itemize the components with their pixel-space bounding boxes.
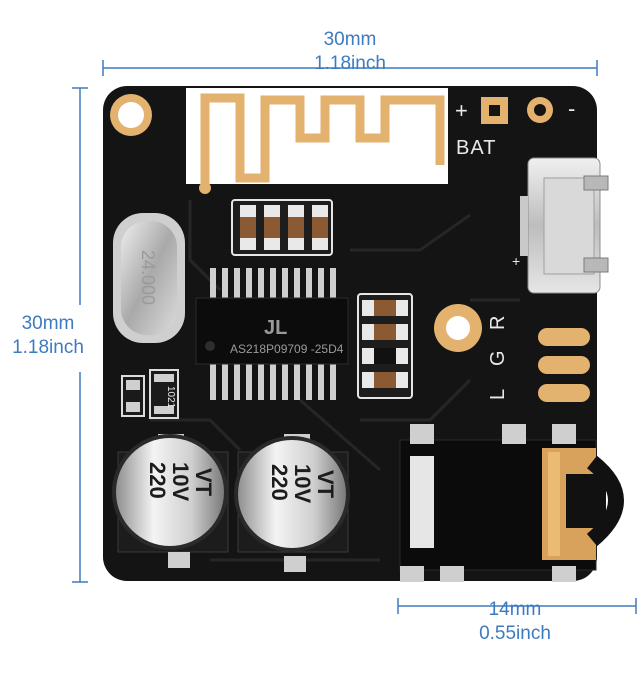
chip-label: AS218P09709 -25D4 (230, 342, 344, 356)
smd-components: 1021 (121, 369, 179, 419)
capacitor-left-voltage: 10V (168, 462, 193, 501)
battery-plus-label: + (455, 98, 468, 123)
audio-pin-l-label: L (487, 389, 509, 400)
dimension-left-mm: 30mm (21, 313, 75, 334)
dimension-top-mm: 30mm (323, 29, 377, 50)
main-chip: JL AS218P09709 -25D4 (195, 268, 349, 400)
dimension-bottom-label: 14mm 0.55inch (440, 598, 590, 646)
capacitor-left-code: VT (191, 468, 216, 497)
dimension-line-left (72, 87, 88, 583)
capacitor-right: 220 10V VT (234, 434, 350, 572)
headphone-jack (399, 424, 624, 582)
dimension-bottom-inch: 0.55inch (479, 623, 551, 644)
capacitor-left: 220 10V VT (112, 434, 229, 568)
resistor-array-top (231, 199, 333, 256)
audio-pin-r-label: R (487, 316, 509, 330)
antenna-trace (200, 93, 445, 188)
micro-usb-port (520, 157, 609, 294)
crystal-oscillator: 24.000 (113, 213, 185, 343)
capacitor-right-voltage: 10V (290, 464, 315, 503)
battery-label: BAT (456, 137, 496, 159)
crystal-label: 24.000 (138, 250, 158, 305)
capacitor-right-code: VT (313, 470, 338, 499)
battery-minus-label: - (568, 96, 575, 121)
resistor-array-right (357, 293, 413, 399)
dimension-left-label: 30mm 1.18inch (0, 312, 96, 360)
capacitor-right-value: 220 (267, 464, 292, 501)
audio-output-pads (538, 328, 590, 402)
audio-pin-g-label: G (487, 350, 509, 366)
pcb-traces (150, 200, 520, 562)
dimension-line-top (102, 60, 598, 76)
capacitor-left-value: 220 (145, 462, 170, 499)
dimension-left-inch: 1.18inch (12, 337, 84, 358)
dimension-bottom-mm: 14mm (488, 599, 542, 620)
small-chip-label: 1021 (165, 386, 176, 409)
chip-logo: JL (264, 317, 287, 339)
svg-text:+: + (512, 253, 520, 269)
dimension-line-bottom (397, 598, 637, 614)
